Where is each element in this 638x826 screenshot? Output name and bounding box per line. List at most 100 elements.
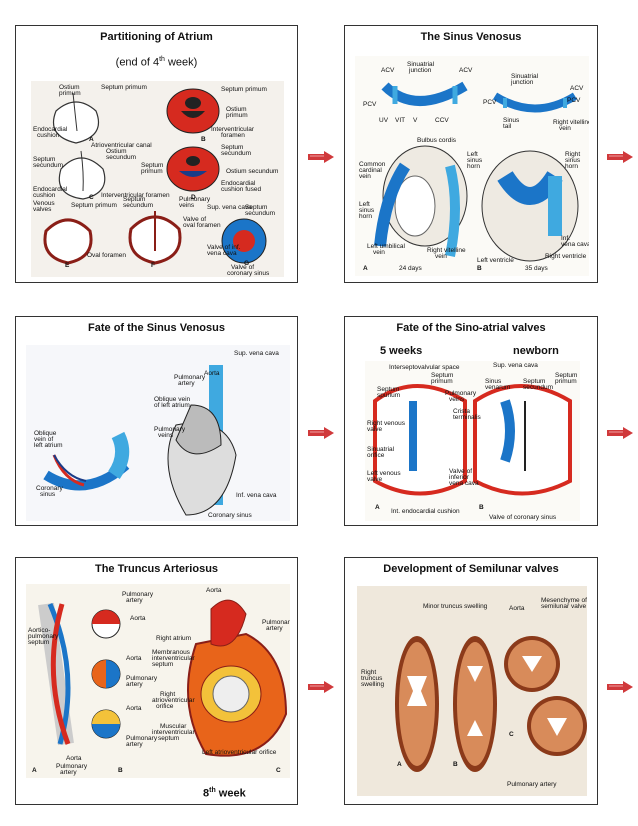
svg-text:Septum: Septum (377, 386, 399, 393)
svg-text:A: A (363, 265, 368, 272)
svg-text:Pulmonary: Pulmonary (126, 675, 158, 682)
svg-text:veins: veins (158, 432, 174, 439)
slide-partitioning-atrium: Partitioning of Atrium (end of 4th week) (15, 25, 298, 283)
svg-text:cardinal: cardinal (359, 167, 382, 174)
svg-text:sinus: sinus (565, 157, 581, 164)
svg-text:vena cava: vena cava (561, 241, 589, 248)
svg-text:Endocardial: Endocardial (33, 186, 68, 193)
semilunar-svg: Minor truncus swelling Aorta Mesenchyme … (361, 597, 587, 788)
svg-text:valve: valve (367, 426, 383, 433)
svg-text:Left: Left (359, 201, 370, 208)
svg-text:junction: junction (408, 67, 432, 74)
svg-text:junction: junction (510, 79, 534, 86)
svg-text:PCV: PCV (567, 97, 581, 104)
svg-text:C: C (89, 194, 94, 201)
semilunar-diagram: Minor truncus swelling Aorta Mesenchyme … (357, 586, 587, 796)
svg-text:of left atrium: of left atrium (154, 402, 190, 409)
svg-text:Muscular: Muscular (160, 723, 187, 730)
svg-text:Right vitelline: Right vitelline (427, 247, 466, 254)
svg-text:secundum: secundum (523, 384, 553, 391)
svg-text:Right: Right (361, 669, 376, 676)
slide-fate-sinus-venosus: Fate of the Sinus Venosus Sup. vena cava… (15, 316, 298, 526)
svg-text:Oblique vein: Oblique vein (154, 396, 191, 403)
svg-text:vein: vein (559, 125, 571, 132)
svg-text:atrioventricular: atrioventricular (152, 697, 195, 704)
svg-text:artery: artery (266, 625, 283, 632)
svg-text:Inf. vena cava: Inf. vena cava (236, 492, 277, 499)
svg-text:vein: vein (373, 249, 385, 256)
slide-title: Fate of the Sinus Venosus (88, 322, 225, 334)
svg-text:Left: Left (467, 151, 478, 158)
svg-text:Ostium: Ostium (226, 106, 247, 113)
stage-a (395, 636, 439, 772)
svg-text:Septum: Septum (431, 372, 453, 379)
svg-text:G: G (244, 260, 249, 267)
svg-text:V: V (413, 117, 418, 124)
heart-red-b (166, 88, 220, 134)
svg-text:vena cava: vena cava (449, 480, 479, 487)
svg-text:Inf.: Inf. (561, 235, 570, 242)
svg-text:vena cava: vena cava (207, 250, 237, 257)
next-arrow-icon (308, 427, 334, 439)
heart-f (128, 211, 182, 265)
svg-text:primum: primum (226, 112, 248, 119)
svg-text:artery: artery (126, 741, 143, 748)
svg-text:foramen: foramen (221, 132, 245, 139)
svg-text:B: B (479, 504, 484, 511)
svg-text:sinus: sinus (359, 207, 375, 214)
tag-5-weeks: 5 weeks (380, 345, 423, 357)
svg-text:coronary sinus: coronary sinus (227, 270, 270, 277)
svg-text:sinus: sinus (40, 491, 56, 498)
svg-text:Valve of: Valve of (231, 264, 254, 271)
svg-text:Mesenchyme of: Mesenchyme of (541, 597, 587, 604)
svg-text:Aorta: Aorta (509, 605, 525, 612)
svg-text:Aorta: Aorta (66, 755, 82, 762)
svg-text:ACV: ACV (381, 67, 395, 74)
svg-text:Right ventricle: Right ventricle (545, 253, 587, 260)
stage-b (453, 636, 497, 772)
svg-text:Aorta: Aorta (126, 655, 142, 662)
svg-text:Int. endocardial cushion: Int. endocardial cushion (391, 508, 460, 515)
svg-text:venarum: venarum (485, 384, 510, 391)
next-arrow-icon (308, 151, 334, 163)
svg-text:septum: septum (158, 735, 179, 742)
heart-e (43, 218, 93, 265)
svg-text:horn: horn (359, 213, 372, 220)
svg-text:Membranous: Membranous (152, 649, 191, 656)
svg-text:vein of: vein of (34, 436, 53, 443)
slide-title: Partitioning of Atrium (100, 31, 213, 43)
svg-text:Pulmonary: Pulmonary (179, 196, 211, 203)
svg-text:ACV: ACV (459, 67, 473, 74)
heart-sketch-a (52, 92, 100, 144)
svg-text:valve: valve (367, 476, 383, 483)
svg-text:Valve of inf.: Valve of inf. (207, 244, 241, 251)
svg-text:D: D (191, 194, 196, 201)
svg-text:Coronary sinus: Coronary sinus (208, 512, 252, 519)
slide-title: Development of Semilunar valves (383, 563, 559, 575)
svg-text:Septum: Septum (33, 156, 55, 163)
svg-text:Ostium: Ostium (59, 84, 80, 91)
svg-text:35 days: 35 days (525, 265, 549, 272)
svg-text:Aorta: Aorta (126, 705, 142, 712)
svg-text:Bulbus cordis: Bulbus cordis (417, 137, 457, 144)
svg-text:interventricular: interventricular (152, 729, 195, 736)
svg-text:secundum: secundum (221, 150, 251, 157)
svg-text:Pulmonary: Pulmonary (154, 426, 186, 433)
svg-text:spurium: spurium (377, 392, 400, 399)
svg-text:Septum: Septum (245, 204, 267, 211)
svg-text:primum: primum (431, 378, 453, 385)
svg-text:secundum: secundum (106, 154, 136, 161)
svg-text:semilunar valve: semilunar valve (541, 603, 587, 610)
svg-text:Septum: Septum (555, 372, 577, 379)
svg-text:Septum primum: Septum primum (101, 84, 147, 91)
svg-text:Right atrium: Right atrium (156, 635, 191, 642)
svg-text:Septum: Septum (123, 196, 145, 203)
svg-text:A: A (375, 504, 380, 511)
slide-fate-sinoatrial-valves: Fate of the Sino-atrial valves 5 weeks n… (344, 316, 598, 526)
svg-text:C: C (509, 731, 514, 738)
